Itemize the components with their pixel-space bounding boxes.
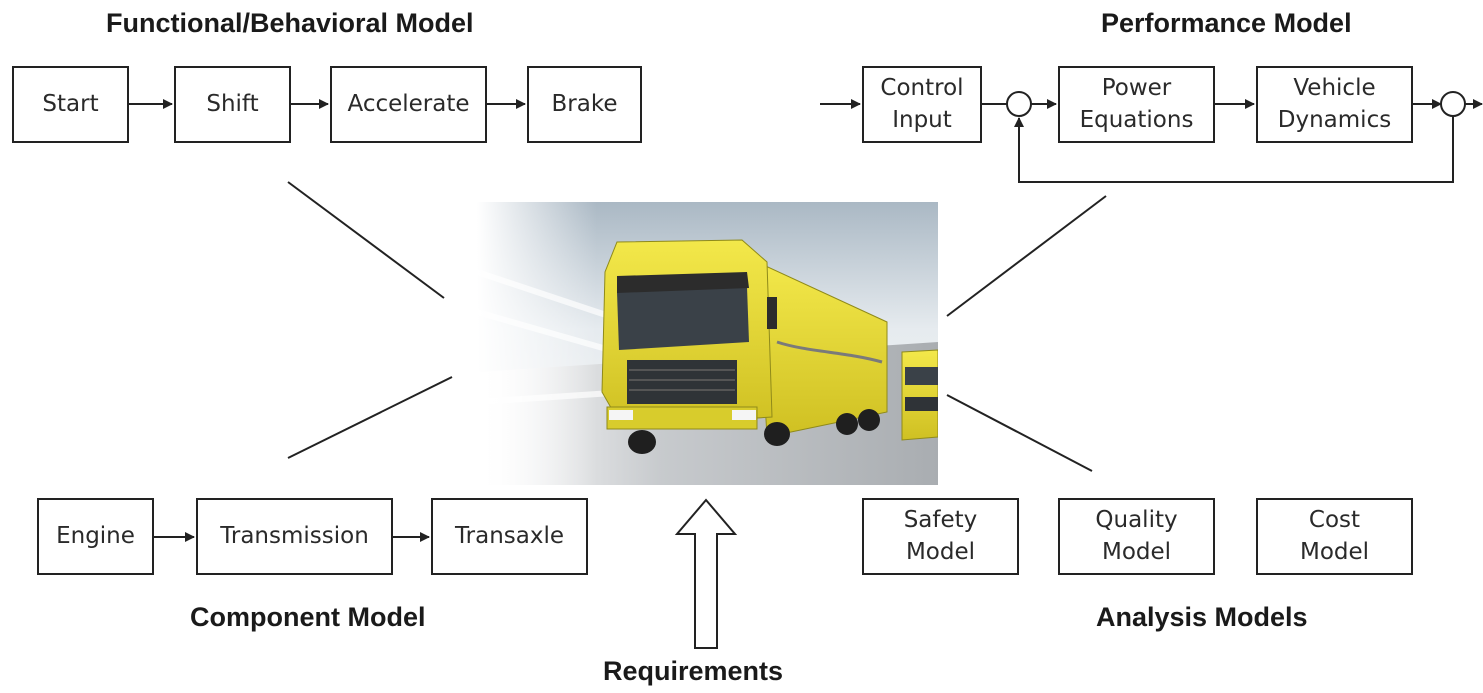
requirements-title: Requirements xyxy=(603,656,784,686)
power-equations-label-2: Equations xyxy=(1079,106,1194,133)
link-component xyxy=(287,376,453,459)
shift-block: Shift xyxy=(174,66,291,143)
performance-model-title: Performance Model xyxy=(1101,8,1352,38)
summing-junction-2 xyxy=(1440,91,1466,117)
brake-block: Brake xyxy=(527,66,642,143)
transaxle-label: Transaxle xyxy=(454,522,565,549)
accelerate-label: Accelerate xyxy=(347,90,470,117)
accelerate-block: Accelerate xyxy=(330,66,487,143)
analysis-models-title: Analysis Models xyxy=(1096,602,1308,632)
vehicle-dynamics-label-2: Dynamics xyxy=(1277,106,1392,133)
link-analysis xyxy=(946,394,1093,472)
start-label: Start xyxy=(42,90,99,117)
quality-model-label-2: Model xyxy=(1101,538,1172,565)
engine-block: Engine xyxy=(37,498,154,575)
truck-photo xyxy=(477,202,938,485)
cost-model-label-1: Cost xyxy=(1308,507,1361,534)
truck-illustration xyxy=(477,202,938,485)
transaxle-block: Transaxle xyxy=(431,498,588,575)
brake-label: Brake xyxy=(551,90,618,117)
link-functional xyxy=(287,181,445,299)
power-equations-label-1: Power xyxy=(1101,75,1172,102)
cost-model-label-2: Model xyxy=(1299,538,1370,565)
shift-label: Shift xyxy=(206,90,259,117)
control-input-label-2: Input xyxy=(892,106,952,133)
functional-model-title: Functional/Behavioral Model xyxy=(106,8,474,38)
transmission-label: Transmission xyxy=(220,522,369,549)
start-block: Start xyxy=(12,66,129,143)
control-input-label-1: Control xyxy=(880,75,964,102)
feedback-line xyxy=(1014,116,1454,183)
engine-label: Engine xyxy=(56,522,135,549)
summing-junction-1 xyxy=(1006,91,1032,117)
vehicle-dynamics-label-1: Vehicle xyxy=(1293,75,1376,102)
transmission-block: Transmission xyxy=(196,498,393,575)
requirements-arrow xyxy=(674,498,738,649)
safety-model-label-2: Model xyxy=(905,538,976,565)
quality-model-label-1: Quality xyxy=(1095,507,1178,534)
component-model-title: Component Model xyxy=(190,602,426,632)
link-performance xyxy=(946,195,1107,317)
safety-model-label-1: Safety xyxy=(903,507,978,534)
